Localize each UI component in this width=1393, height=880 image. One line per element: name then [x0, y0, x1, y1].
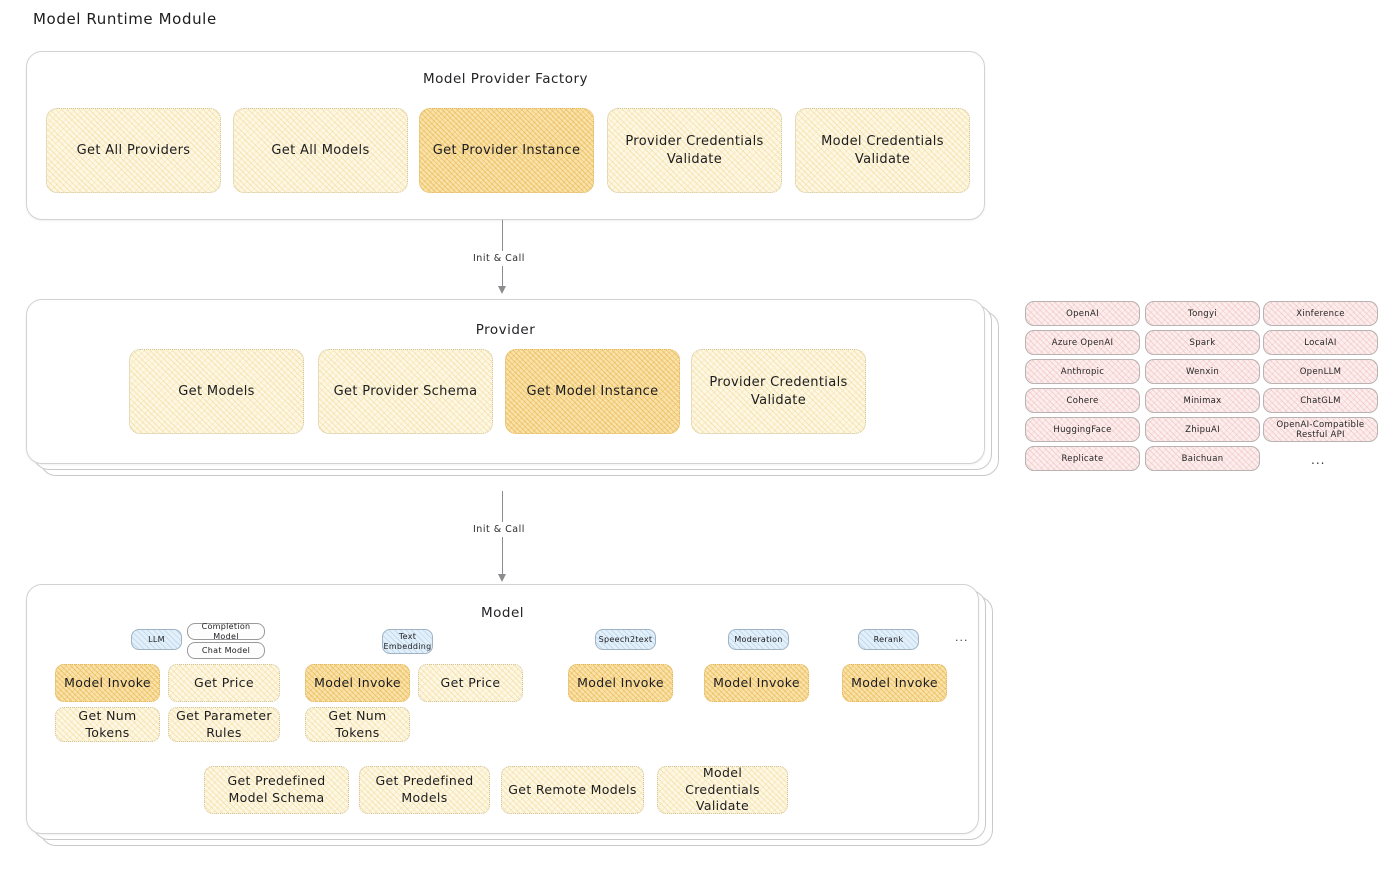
op-provider-credentials-validate[interactable]: Provider Credentials Validate	[607, 108, 782, 193]
arrow-factory-to-provider-line-bottom	[502, 266, 504, 286]
arrow-provider-to-model-line-top	[502, 491, 504, 522]
op-get-provider-schema[interactable]: Get Provider Schema	[318, 349, 493, 434]
provider-chip-wenxin[interactable]: Wenxin	[1145, 359, 1260, 384]
provider-chip-openai-compatible-restful-api[interactable]: OpenAI-Compatible Restful API	[1263, 417, 1378, 442]
provider-title: Provider	[475, 322, 536, 338]
op-llm-get-num-tokens[interactable]: Get Num Tokens	[55, 707, 160, 742]
op-speech2text-model-invoke[interactable]: Model Invoke	[568, 664, 673, 702]
model-type-badge-moderation[interactable]: Moderation	[728, 629, 789, 650]
op-model-credentials-validate-2[interactable]: Model Credentials Validate	[657, 765, 788, 814]
provider-chip-spark[interactable]: Spark	[1145, 330, 1260, 355]
provider-chip-zhipuai[interactable]: ZhipuAI	[1145, 417, 1260, 442]
provider-card: Provider Get Models Get Provider Schema …	[26, 299, 985, 464]
op-llm-model-invoke[interactable]: Model Invoke	[55, 664, 160, 702]
op-llm-get-parameter-rules[interactable]: Get Parameter Rules	[168, 707, 280, 742]
op-moderation-model-invoke[interactable]: Model Invoke	[704, 664, 809, 702]
provider-list-more: ...	[1311, 453, 1326, 467]
arrow-factory-to-provider-head	[498, 286, 506, 294]
op-get-predefined-models[interactable]: Get Predefined Models	[359, 766, 490, 814]
op-get-all-providers[interactable]: Get All Providers	[46, 108, 221, 193]
arrow-provider-to-model-line-bottom	[502, 537, 504, 574]
op-model-credentials-validate[interactable]: Model Credentials Validate	[795, 108, 970, 193]
op-get-models[interactable]: Get Models	[129, 349, 304, 434]
provider-chip-openllm[interactable]: OpenLLM	[1263, 359, 1378, 384]
provider-chip-anthropic[interactable]: Anthropic	[1025, 359, 1140, 384]
arrow-factory-to-provider-line-top	[502, 220, 504, 251]
model-type-badge-llm[interactable]: LLM	[131, 629, 182, 650]
op-get-all-models[interactable]: Get All Models	[233, 108, 408, 193]
op-text-embedding-get-price[interactable]: Get Price	[418, 664, 523, 702]
provider-chip-xinference[interactable]: Xinference	[1263, 301, 1378, 326]
op-text-embedding-get-num-tokens[interactable]: Get Num Tokens	[305, 707, 410, 742]
model-provider-factory-title: Model Provider Factory	[422, 71, 588, 87]
model-card: Model LLM Completion Model Chat Model Mo…	[26, 584, 979, 834]
provider-chip-replicate[interactable]: Replicate	[1025, 446, 1140, 471]
op-get-provider-instance[interactable]: Get Provider Instance	[419, 108, 594, 193]
provider-chip-huggingface[interactable]: HuggingFace	[1025, 417, 1140, 442]
provider-chip-baichuan[interactable]: Baichuan	[1145, 446, 1260, 471]
arrow-factory-to-provider-label: Init & Call	[470, 252, 528, 265]
arrow-provider-to-model-head	[498, 574, 506, 582]
provider-chip-chatglm[interactable]: ChatGLM	[1263, 388, 1378, 413]
op-get-predefined-model-schema[interactable]: Get Predefined Model Schema	[204, 766, 349, 814]
provider-chip-azure-openai[interactable]: Azure OpenAI	[1025, 330, 1140, 355]
op-llm-get-price[interactable]: Get Price	[168, 664, 280, 702]
provider-chip-localai[interactable]: LocalAI	[1263, 330, 1378, 355]
provider-chip-openai[interactable]: OpenAI	[1025, 301, 1140, 326]
model-provider-factory-card: Model Provider Factory Get All Providers…	[26, 51, 985, 220]
op-get-model-instance[interactable]: Get Model Instance	[505, 349, 680, 434]
op-text-embedding-model-invoke[interactable]: Model Invoke	[305, 664, 410, 702]
model-type-badge-rerank[interactable]: Rerank	[858, 629, 919, 650]
model-subtype-chat-model[interactable]: Chat Model	[187, 642, 265, 659]
model-type-badge-speech2text[interactable]: Speech2text	[595, 629, 656, 650]
model-types-more: ...	[955, 631, 969, 644]
op-provider-credentials-validate-2[interactable]: Provider Credentials Validate	[691, 349, 866, 434]
provider-chip-cohere[interactable]: Cohere	[1025, 388, 1140, 413]
provider-chip-minimax[interactable]: Minimax	[1145, 388, 1260, 413]
page-title: Model Runtime Module	[33, 10, 217, 28]
model-title: Model	[480, 605, 525, 621]
op-get-remote-models[interactable]: Get Remote Models	[501, 766, 644, 814]
provider-chip-tongyi[interactable]: Tongyi	[1145, 301, 1260, 326]
op-rerank-model-invoke[interactable]: Model Invoke	[842, 664, 947, 702]
arrow-provider-to-model-label: Init & Call	[470, 523, 528, 536]
model-type-badge-text-embedding[interactable]: Text Embedding	[382, 629, 433, 654]
model-subtype-completion-model[interactable]: Completion Model	[187, 622, 265, 641]
